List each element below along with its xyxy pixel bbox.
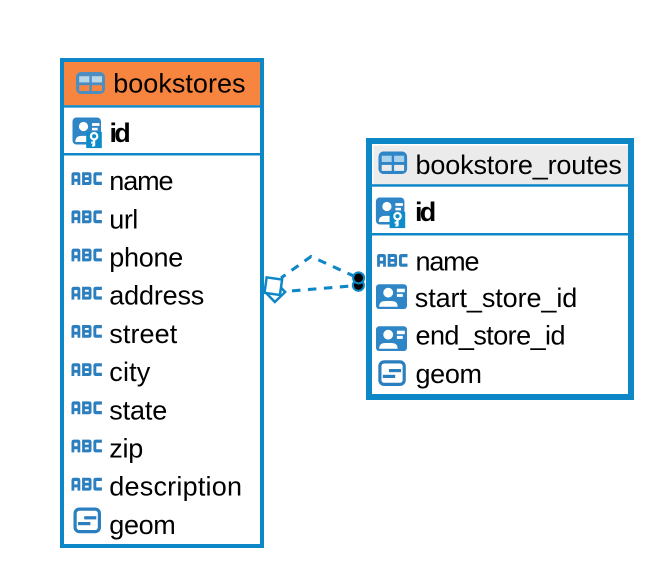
svg-text:name: name [109,166,173,196]
svg-text:phone: phone [109,243,183,273]
svg-text:id: id [415,197,436,227]
svg-text:id: id [110,118,131,148]
svg-text:start_store_id: start_store_id [415,283,578,313]
svg-text:street: street [109,319,177,349]
svg-text:end_store_id: end_store_id [416,321,566,351]
svg-text:bookstores: bookstores [113,69,245,99]
svg-text:state: state [109,395,167,425]
svg-text:description: description [109,472,242,502]
svg-text:bookstore_routes: bookstore_routes [416,150,622,180]
svg-text:name: name [416,246,480,276]
svg-text:city: city [109,357,151,387]
svg-text:url: url [109,204,138,234]
svg-text:geom: geom [109,510,176,540]
svg-text:zip: zip [109,434,143,464]
svg-text:geom: geom [416,359,483,389]
svg-text:address: address [109,281,204,311]
